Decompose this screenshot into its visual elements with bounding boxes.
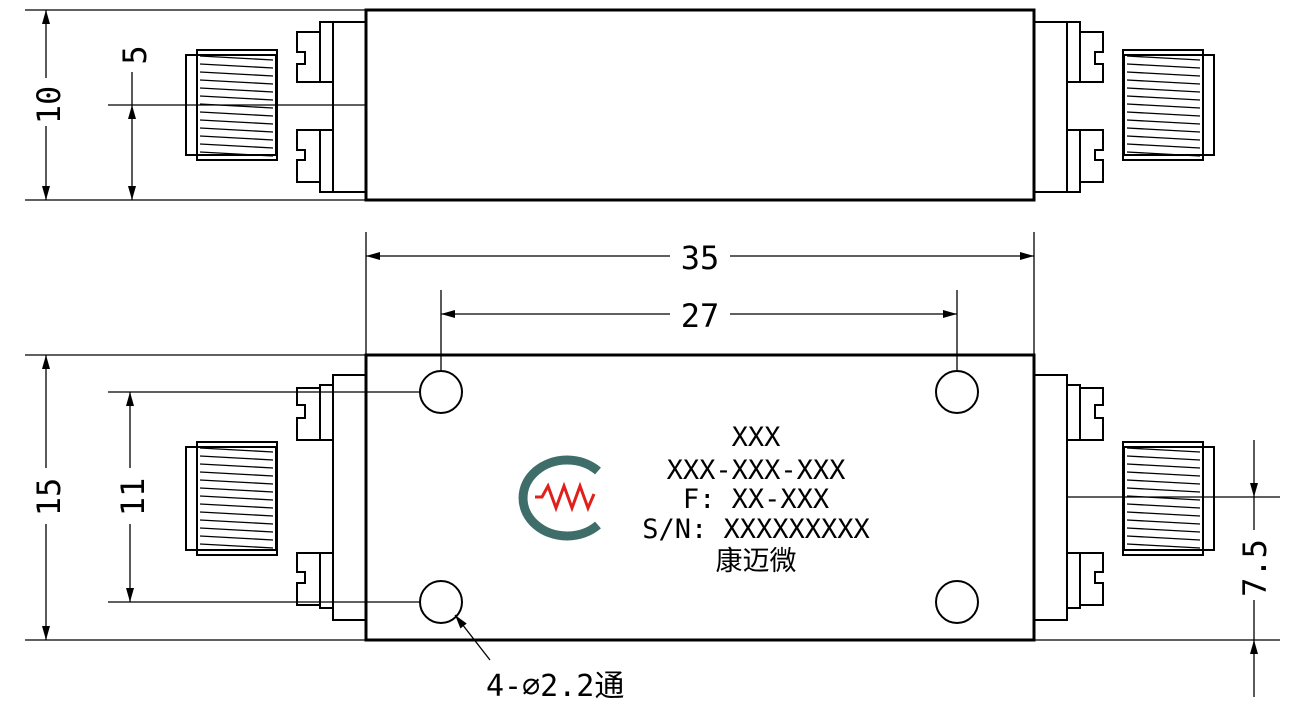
dim-hole-spacing: 27 <box>681 297 720 335</box>
top-view-right-nut <box>1067 21 1081 193</box>
dim-overall-width: 15 <box>30 478 68 517</box>
top-view-right-connector-icon <box>1122 49 1215 161</box>
mounting-hole <box>419 370 463 414</box>
front-view-left-connector-icon <box>185 441 278 556</box>
dim-hole-spacing-vertical: 11 <box>114 478 152 517</box>
dim-connector-offset: 7.5 <box>1236 539 1274 597</box>
front-view-left-flange <box>332 374 367 621</box>
label-line-5: 康迈微 <box>716 546 797 577</box>
front-view-right-flange <box>1033 374 1068 621</box>
top-view-body <box>364 8 1036 202</box>
front-view-right-connector-icon <box>1122 441 1215 556</box>
dim-top-height: 10 <box>30 86 68 125</box>
label-line-1: XXX <box>732 422 781 453</box>
top-view-left-flange <box>332 21 367 193</box>
top-view-left-clip-bottom <box>296 129 320 183</box>
top-view-right-flange <box>1033 21 1068 193</box>
company-logo-icon <box>518 455 601 541</box>
top-view-left-nut <box>319 21 333 193</box>
hole-note-leader <box>454 614 491 661</box>
mounting-hole <box>935 580 979 624</box>
dim-top-offset: 5 <box>116 45 154 64</box>
front-view <box>25 353 1280 697</box>
hole-note: 4-∅2.2通 <box>486 669 624 704</box>
label-line-3: F: XX-XXX <box>683 484 829 515</box>
top-view <box>25 8 1215 202</box>
label-line-2: XXX-XXX-XXX <box>667 455 846 486</box>
top-view-right-clip-top <box>1080 31 1104 83</box>
mounting-hole <box>935 370 979 414</box>
top-view-right-clip-bottom <box>1080 129 1104 183</box>
top-view-left-clip-top <box>296 31 320 83</box>
dim-overall-length: 35 <box>681 239 720 277</box>
label-line-4: S/N: XXXXXXXXX <box>642 514 870 545</box>
